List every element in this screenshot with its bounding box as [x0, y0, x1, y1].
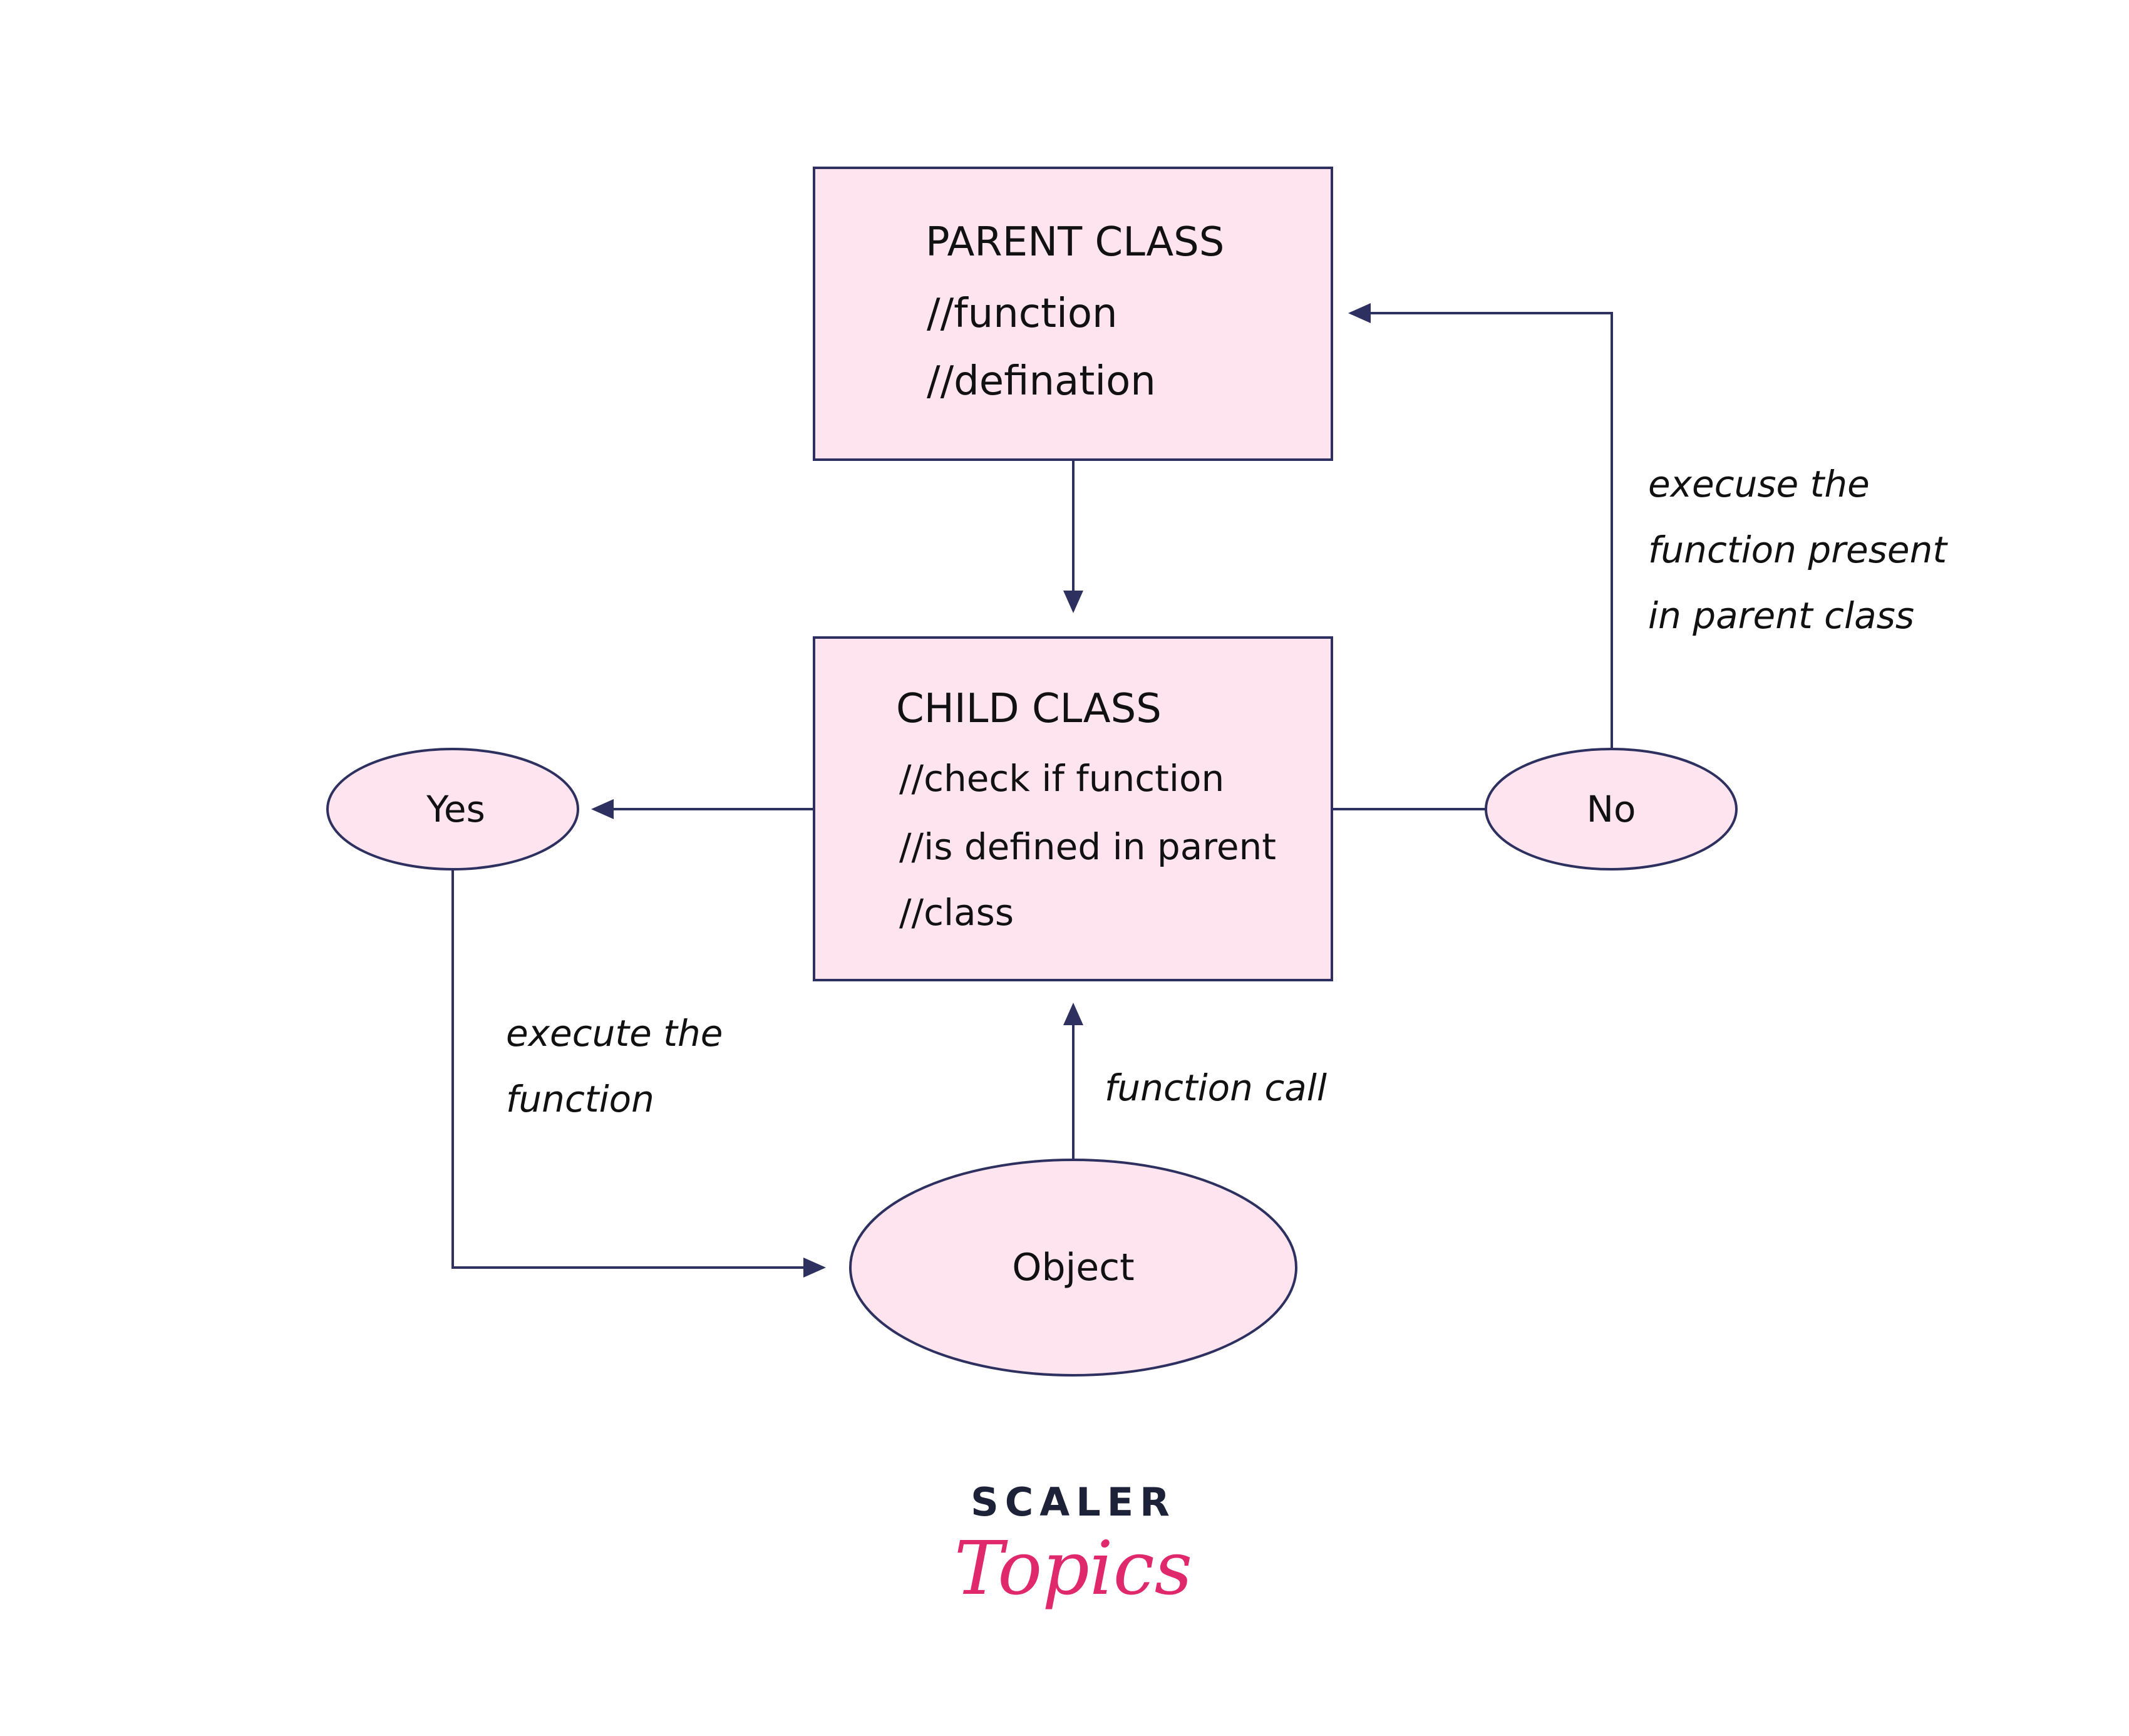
child-class-title: CHILD CLASS — [896, 686, 1162, 732]
logo-topics-text: Topics — [954, 1525, 1193, 1611]
parent-class-box: PARENT CLASS //function //defination — [813, 167, 1333, 461]
parent-class-title: PARENT CLASS — [925, 219, 1224, 266]
object-node: Object — [849, 1159, 1297, 1377]
logo-scaler-text: SCALER — [971, 1479, 1176, 1525]
child-class-line-3: //class — [899, 891, 1014, 934]
parent-class-line-2: //defination — [927, 358, 1156, 405]
object-label: Object — [1012, 1246, 1134, 1289]
child-class-line-2: //is defined in parent — [899, 825, 1276, 868]
scaler-topics-logo: SCALER Topics — [954, 1479, 1193, 1611]
yes-label: Yes — [426, 788, 485, 830]
child-class-line-1: //check if function — [899, 757, 1224, 800]
edge-labels: execuse the function present in parent c… — [506, 463, 1948, 1120]
edge-no-to-parent — [1348, 303, 1613, 748]
connectors — [451, 303, 1613, 1278]
no-edge-label-line-2: function present — [1648, 529, 1948, 571]
no-node: No — [1485, 748, 1738, 871]
no-edge-label-line-1: execuse the — [1648, 463, 1870, 505]
edge-yes-to-object — [451, 869, 826, 1278]
yes-edge-label-line-1: execute the — [506, 1012, 723, 1055]
yes-node: Yes — [326, 748, 579, 871]
no-edge-label-line-3: in parent class — [1648, 594, 1914, 637]
child-class-box: CHILD CLASS //check if function //is def… — [813, 636, 1333, 981]
object-edge-label: function call — [1105, 1067, 1327, 1109]
parent-class-line-1: //function — [927, 291, 1118, 337]
yes-edge-label-line-2: function — [506, 1078, 654, 1120]
no-label: No — [1587, 788, 1636, 830]
